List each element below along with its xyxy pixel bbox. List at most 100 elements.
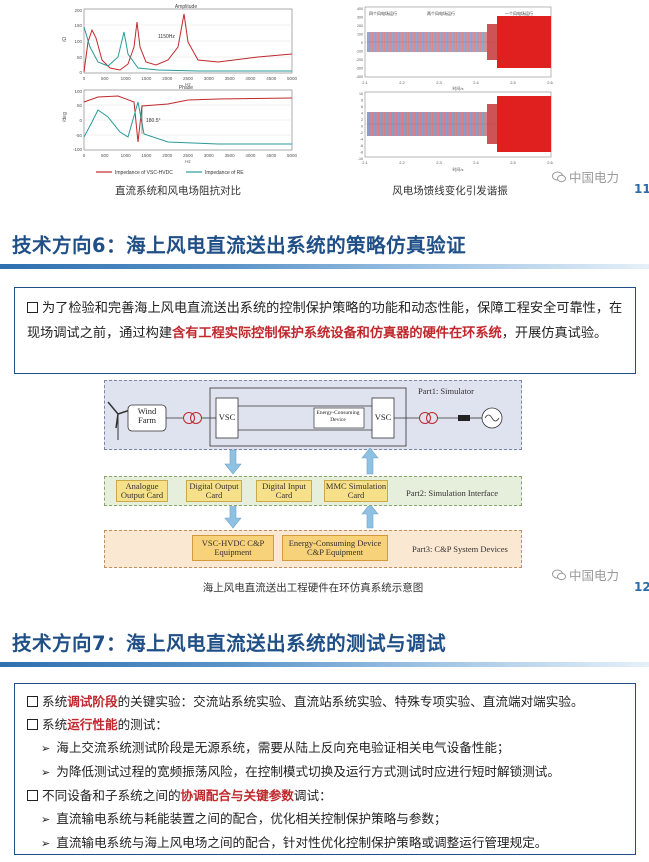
svg-text:0: 0	[361, 41, 363, 45]
impedance-plot: Amplitude 1150Hz Phase 180.5° 200 150 10…	[62, 4, 298, 176]
svg-text:2.1: 2.1	[362, 80, 368, 85]
svg-text:300: 300	[357, 16, 363, 20]
svg-text:1000: 1000	[121, 153, 132, 158]
amplitude-annotation: 1150Hz	[158, 34, 175, 40]
svg-text:-8: -8	[360, 151, 363, 155]
svg-text:6: 6	[361, 105, 363, 109]
svg-text:-300: -300	[356, 67, 363, 71]
wind-turbine-icon	[107, 401, 131, 440]
legend-vsc-hvdc: Impedance of VSC-HVDC	[115, 170, 173, 176]
checkbox-bullet-icon	[27, 790, 38, 801]
impedance-figure-caption: 直流系统和风电场阻抗对比	[115, 185, 241, 197]
energy-device-label: Energy-Consuming Device	[316, 410, 360, 423]
svg-text:150: 150	[74, 23, 82, 28]
phase-x-label: Hz	[185, 159, 191, 164]
amplitude-x-label: Hz	[185, 82, 191, 87]
section6-title-bar	[0, 264, 649, 269]
svg-text:-10: -10	[358, 157, 363, 161]
svg-text:50: 50	[77, 55, 83, 60]
svg-text:100: 100	[74, 89, 82, 94]
digital-input-card: Digital Input Card	[256, 480, 312, 502]
svg-text:3000: 3000	[204, 153, 215, 158]
resonance-plot: 四个风电场运行 两个风电场运行 一个风电场运行 400 300 200 100 …	[356, 6, 554, 172]
amplitude-re-curve	[83, 26, 292, 72]
section6-title: 技术方向6：海上风电直流送出系统的策略仿真验证	[12, 234, 467, 257]
svg-text:50: 50	[77, 103, 83, 108]
current-y-ticks: 10 8 6 4 2 0 -2 -4 -6 -8 -10	[358, 92, 363, 161]
phase-grid	[84, 104, 292, 136]
phase-y-label: /deg	[62, 112, 68, 122]
svg-text:4: 4	[361, 112, 363, 116]
section7-text-box: 系统调试阶段的关键实验：交流站系统实验、直流站系统实验、特殊专项实验、直流端对端…	[14, 683, 636, 855]
svg-text:0: 0	[361, 125, 363, 129]
impedance-comparison-figure: Amplitude 1150Hz Phase 180.5° 200 150 10…	[58, 2, 298, 184]
svg-text:1500: 1500	[141, 76, 152, 81]
amplitude-y-label: /Ω	[62, 37, 68, 42]
svg-text:2.6: 2.6	[547, 80, 553, 85]
current-waveform-resonance	[497, 96, 551, 152]
voltage-waveform-stable	[367, 32, 487, 52]
checkbox-bullet-icon	[27, 302, 38, 313]
vsc-left-label: VSC	[218, 412, 236, 422]
svg-text:500: 500	[101, 153, 109, 158]
svg-text:0: 0	[83, 153, 86, 158]
svg-text:2000: 2000	[162, 76, 173, 81]
arrow-bullet-icon: ➢	[41, 837, 51, 850]
current-x-label: 时间/s	[452, 166, 463, 172]
svg-text:4000: 4000	[245, 153, 256, 158]
svg-text:200: 200	[357, 24, 363, 28]
section6-text-box: 为了检验和完善海上风电直流送出系统的控制保护策略的功能和动态性能，保障工程安全可…	[14, 287, 636, 374]
simulator-panel	[104, 380, 522, 450]
svg-text:3500: 3500	[225, 153, 236, 158]
svg-text:1000: 1000	[121, 76, 132, 81]
page-number-12: 12	[634, 580, 649, 594]
svg-text:10: 10	[359, 92, 363, 96]
svg-text:4000: 4000	[245, 76, 256, 81]
svg-text:4500: 4500	[266, 153, 277, 158]
wind-farm-label: Wind Farm	[137, 406, 157, 425]
svg-text:-50: -50	[75, 133, 82, 138]
operating-mode-labels: 四个风电场运行 两个风电场运行 一个风电场运行	[369, 10, 533, 16]
arrow-up-2	[361, 503, 379, 529]
interface-panel	[104, 476, 522, 506]
svg-text:4500: 4500	[266, 76, 277, 81]
mode-label-two: 两个风电场运行	[427, 10, 455, 16]
watermark-text: 中国电力	[569, 170, 620, 185]
svg-text:-100: -100	[73, 147, 83, 152]
svg-text:0: 0	[79, 70, 82, 75]
wechat-icon	[552, 569, 566, 580]
arrow-bullet-icon: ➢	[41, 742, 51, 755]
svg-text:2.4: 2.4	[473, 80, 479, 85]
hil-diagram-caption: 海上风电直流送出工程硬件在环仿真系统示意图	[202, 582, 424, 594]
svg-text:5000: 5000	[287, 153, 298, 158]
analogue-output-card: Analogue Output Card	[116, 480, 168, 502]
svg-text:2000: 2000	[162, 153, 173, 158]
energy-device-box	[313, 407, 365, 429]
part3-label: Part3: C&P System Devices	[412, 544, 508, 554]
phase-x-ticks: 0 500 1000 1500 2000 2500 3000 3500 4000…	[83, 153, 298, 158]
resonance-waveform-figure: 四个风电场运行 两个风电场运行 一个风电场运行 400 300 200 100 …	[345, 2, 555, 182]
svg-text:100: 100	[74, 39, 82, 44]
svg-text:2.6: 2.6	[547, 160, 553, 165]
phase-re-curve	[83, 101, 292, 145]
arrow-bullet-icon: ➢	[41, 813, 51, 826]
arrow-bullet-icon: ➢	[41, 766, 51, 779]
watermark-top: 中国电力	[552, 167, 619, 186]
svg-text:2500: 2500	[183, 153, 194, 158]
mode-label-one: 一个风电场运行	[505, 10, 533, 16]
voltage-y-ticks: 400 300 200 100 0 -100 -200 -300 -400	[356, 7, 363, 79]
svg-text:3000: 3000	[204, 76, 215, 81]
svg-text:-400: -400	[356, 75, 363, 79]
section7-subitem-2: ➢为降低测试过程的宽频振荡风险，在控制模式切换及运行方式测试时应进行短时解锁测试…	[27, 760, 623, 784]
svg-text:500: 500	[101, 76, 109, 81]
signal-arrows	[224, 448, 379, 529]
section6-paragraph-highlight: 含有工程实际控制保护系统设备和仿真器的硬件在环系统	[172, 326, 502, 341]
section7-item-1: 系统调试阶段的关键实验：交流站系统实验、直流站系统实验、特殊专项实验、直流端对端…	[27, 690, 623, 713]
section7-title: 技术方向7：海上风电直流送出系统的测试与调试	[12, 632, 447, 655]
section7-subitem-1: ➢海上交流系统测试阶段是无源系统，需要从陆上反向充电验证相关电气设备性能；	[27, 736, 623, 760]
svg-text:2.4: 2.4	[473, 160, 479, 165]
svg-text:5000: 5000	[287, 76, 298, 81]
section6-paragraph-before: 为了检验和完善海上风电直流送出系统的控制保护策略的功能和动态性能，保障工程安全可…	[27, 301, 623, 341]
phase-annotation: 180.5°	[146, 118, 161, 124]
amplitude-x-ticks: 0 500 1000 1500 2000 2500 3000 3500 4000…	[83, 76, 298, 81]
